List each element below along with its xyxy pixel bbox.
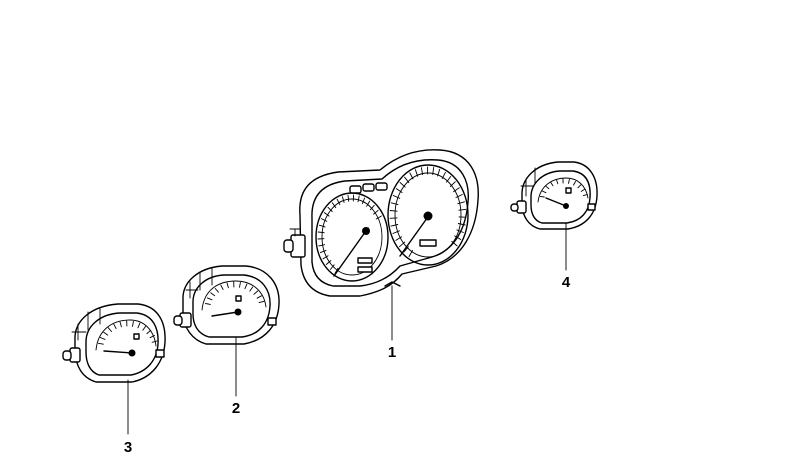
dial-tick [455,194,463,198]
auxiliary-gauge-4 [510,161,598,230]
dial-tick [258,300,265,304]
callout-3: 3 [124,439,132,456]
dial-tick [244,283,248,290]
dial-tick [375,215,382,220]
dial-tick [392,195,401,199]
dial-tick [151,340,158,343]
dial-tick [395,236,403,241]
dial-tick [318,224,326,228]
dial-tick [347,194,350,202]
dial-tick [256,295,262,299]
dial-tick [541,190,547,194]
dial-tick [453,187,460,193]
dial-tick [220,284,224,290]
dial-tick [149,334,155,339]
dial-tick [373,209,379,215]
dial-tick [205,303,211,305]
dial-tick [390,202,399,206]
callout-4: 4 [562,274,571,291]
dial-tick [577,184,582,189]
dial-tick [432,167,435,175]
dial-tick [325,260,332,265]
dial-tick [249,286,254,292]
dial-tick [408,250,413,258]
dial-tick [357,195,360,203]
dial-tick [369,204,375,211]
dial-tick [206,297,213,301]
dial-tick [451,240,458,247]
dial-tick [226,282,229,289]
dial-tick [420,167,424,176]
dial-tick [441,171,446,180]
dial-tick [573,181,576,186]
dial-tick [323,212,330,217]
dial-tick [399,182,406,188]
dial-tick [403,246,409,253]
dial-tick [545,185,550,190]
dial-tick [392,230,400,234]
dial-tick [361,197,366,205]
dial-tick [341,196,345,203]
dial-tick [99,337,106,340]
dial-tick [458,208,467,211]
instrument-cluster [283,149,479,297]
dial-tick [107,327,112,332]
dial-tick [318,244,326,247]
trip-reset-knob [283,228,306,258]
dial-tick [329,264,335,270]
auxiliary-gauge-2 [173,265,280,345]
dial-tick [457,223,466,226]
dial-tick [568,179,570,184]
dial-tick [119,321,122,328]
speedometer-dial [387,164,469,266]
tachometer-dial [315,192,389,282]
dial-tick [322,255,329,260]
dial-tick [414,169,419,177]
callout-2: 2 [232,400,240,417]
dial-tick [390,224,399,227]
dial-tick [113,323,117,330]
callout-1: 1 [388,344,396,361]
dial-tick [409,172,414,180]
dial-tick [539,195,545,198]
dial-tick [132,320,134,327]
dial-tick [582,194,588,197]
dial-tick [319,249,327,254]
dial-tick [456,229,464,233]
dial-tick [103,331,109,336]
dial-tick [327,206,333,212]
dial-tick [580,188,586,192]
dial-tick [334,267,339,274]
dial-tick [446,176,452,183]
dial-tick [253,290,259,295]
dial-tick [395,188,403,193]
dial-tick [214,288,219,293]
dial-tick [550,182,554,187]
dial-tick [210,292,216,297]
dial-tick [457,201,465,205]
dial-tick [239,281,241,288]
dial-tick [98,342,104,345]
dial-tick [437,168,441,177]
dial-tick [142,325,147,331]
dial-tick [366,200,371,207]
dial-tick [331,202,337,209]
dial-tick [556,179,559,185]
dial-tick [399,241,406,248]
indicator-lights [349,182,388,194]
dial-tick [389,210,398,212]
auxiliary-gauge-3 [62,303,166,383]
dial-tick [317,231,325,234]
dial-tick [404,176,410,184]
dial-tick [137,322,141,329]
dial-tick [146,329,152,335]
leader-lines [127,222,567,435]
dial-tick [454,235,462,240]
dial-tick [336,198,341,206]
dial-tick [449,181,456,187]
dial-tick [320,218,328,222]
